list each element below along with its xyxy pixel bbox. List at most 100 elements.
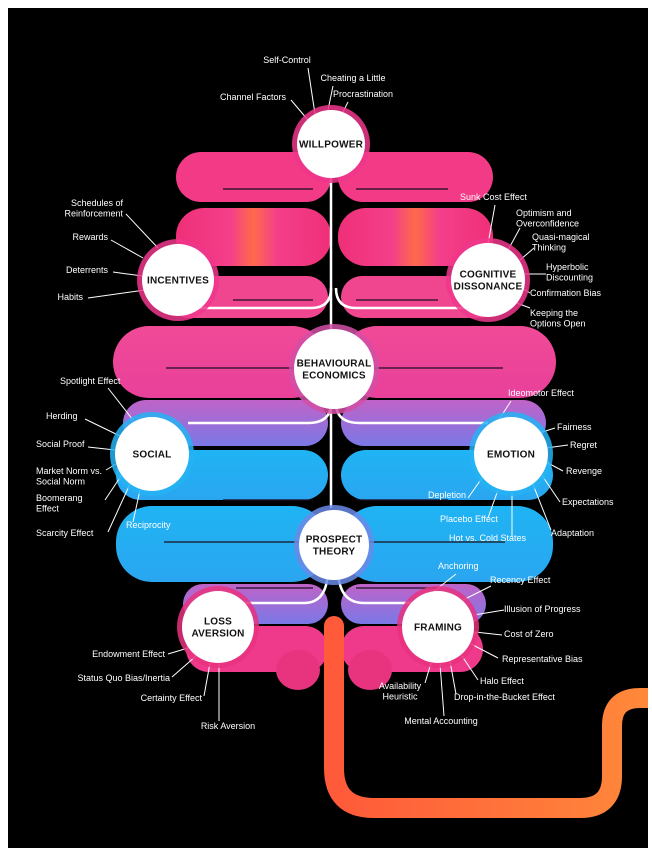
label-incentives: Habits xyxy=(57,292,83,302)
leader-line xyxy=(110,239,144,259)
leader-line xyxy=(125,213,159,249)
node-circle xyxy=(402,591,474,663)
label-social: Spotlight Effect xyxy=(60,376,121,386)
label-emotion: Expectations xyxy=(562,497,614,507)
node-title: WILLPOWER xyxy=(299,140,364,151)
label-loss-aversion: Risk Aversion xyxy=(201,721,255,731)
node-circle xyxy=(115,417,189,491)
label-framing: Cost of Zero xyxy=(504,629,554,639)
leader-line xyxy=(487,204,496,245)
leader-line xyxy=(487,489,499,519)
band-2-left xyxy=(176,208,331,266)
node-circle xyxy=(297,110,365,178)
node-circle xyxy=(299,510,369,580)
leader-line xyxy=(171,655,197,678)
label-incentives: Rewards xyxy=(72,232,108,242)
label-framing: Mental Accounting xyxy=(404,716,478,726)
node-social: SOCIAL xyxy=(110,412,194,496)
label-cognitive-dissonance: Confirmation Bias xyxy=(530,288,602,298)
band-7-left xyxy=(116,506,328,582)
leader-line xyxy=(203,662,211,697)
node-framing: FRAMING xyxy=(397,586,479,668)
label-willpower: Channel Factors xyxy=(220,92,287,102)
label-emotion: Hot vs. Cold States xyxy=(449,533,527,543)
leader-line xyxy=(104,475,122,501)
node-circle xyxy=(474,417,548,491)
label-framing: Halo Effect xyxy=(480,676,524,686)
label-emotion: Adaptation xyxy=(551,528,594,538)
label-emotion: Ideomotor Effect xyxy=(508,388,574,398)
label-loss-aversion: Certainty Effect xyxy=(141,693,203,703)
band-4-left xyxy=(113,326,328,398)
band-lines xyxy=(164,188,505,589)
bottom-bulge-right xyxy=(348,650,392,690)
label-framing: Recency Effect xyxy=(490,575,551,585)
band-7-right xyxy=(341,506,553,582)
leader-line xyxy=(132,489,141,523)
leader-line xyxy=(307,67,316,115)
label-framing: Drop-in-the-Bucket Effect xyxy=(454,692,555,702)
node-incentives: INCENTIVES xyxy=(137,239,219,321)
node-circle xyxy=(294,329,374,409)
node-circle xyxy=(142,244,214,316)
node-circle xyxy=(182,591,254,663)
label-framing: Anchoring xyxy=(438,561,479,571)
label-emotion: Fairness xyxy=(557,422,592,432)
leader-line xyxy=(462,585,492,601)
leader-line xyxy=(84,418,121,437)
label-cognitive-dissonance: Sunk Cost Effect xyxy=(460,192,527,202)
leader-line xyxy=(474,631,503,636)
label-loss-aversion: Endowment Effect xyxy=(92,649,165,659)
leader-line xyxy=(470,643,499,659)
node-title: FRAMING xyxy=(414,623,462,634)
leader-line xyxy=(87,289,146,299)
label-willpower: Self-Control xyxy=(263,55,311,65)
label-incentives: Deterrents xyxy=(66,265,109,275)
leader-line xyxy=(449,660,457,695)
leader-line xyxy=(473,609,505,616)
label-willpower: Cheating a Little xyxy=(320,73,385,83)
leader-line xyxy=(107,483,131,533)
orange-tube xyxy=(324,616,648,818)
leader-line xyxy=(439,663,445,717)
label-loss-aversion: Status Quo Bias/Inertia xyxy=(77,673,170,683)
node-circle xyxy=(451,243,525,317)
leader-line xyxy=(531,481,552,531)
label-emotion: Depletion xyxy=(428,490,466,500)
leader-line xyxy=(112,271,143,277)
label-framing: Illusion of Progress xyxy=(504,604,581,614)
label-social: Reciprocity xyxy=(126,520,171,530)
leader-line xyxy=(461,655,479,681)
label-social: Scarcity Effect xyxy=(36,528,94,538)
node-emotion: EMOTION xyxy=(469,412,553,496)
label-emotion: Regret xyxy=(570,440,598,450)
label-emotion: Revenge xyxy=(566,466,602,476)
leader-line xyxy=(107,387,134,421)
band-4-right xyxy=(341,326,556,398)
node-title: INCENTIVES xyxy=(147,276,209,287)
label-social: Social Proof xyxy=(36,439,85,449)
label-emotion: Placebo Effect xyxy=(440,514,498,524)
node-title: EMOTION xyxy=(487,450,535,461)
label-framing: Representative Bias xyxy=(502,654,583,664)
bottom-bulge-left xyxy=(276,650,320,690)
label-willpower: Procrastination xyxy=(333,89,393,99)
node-title: SOCIAL xyxy=(133,450,172,461)
